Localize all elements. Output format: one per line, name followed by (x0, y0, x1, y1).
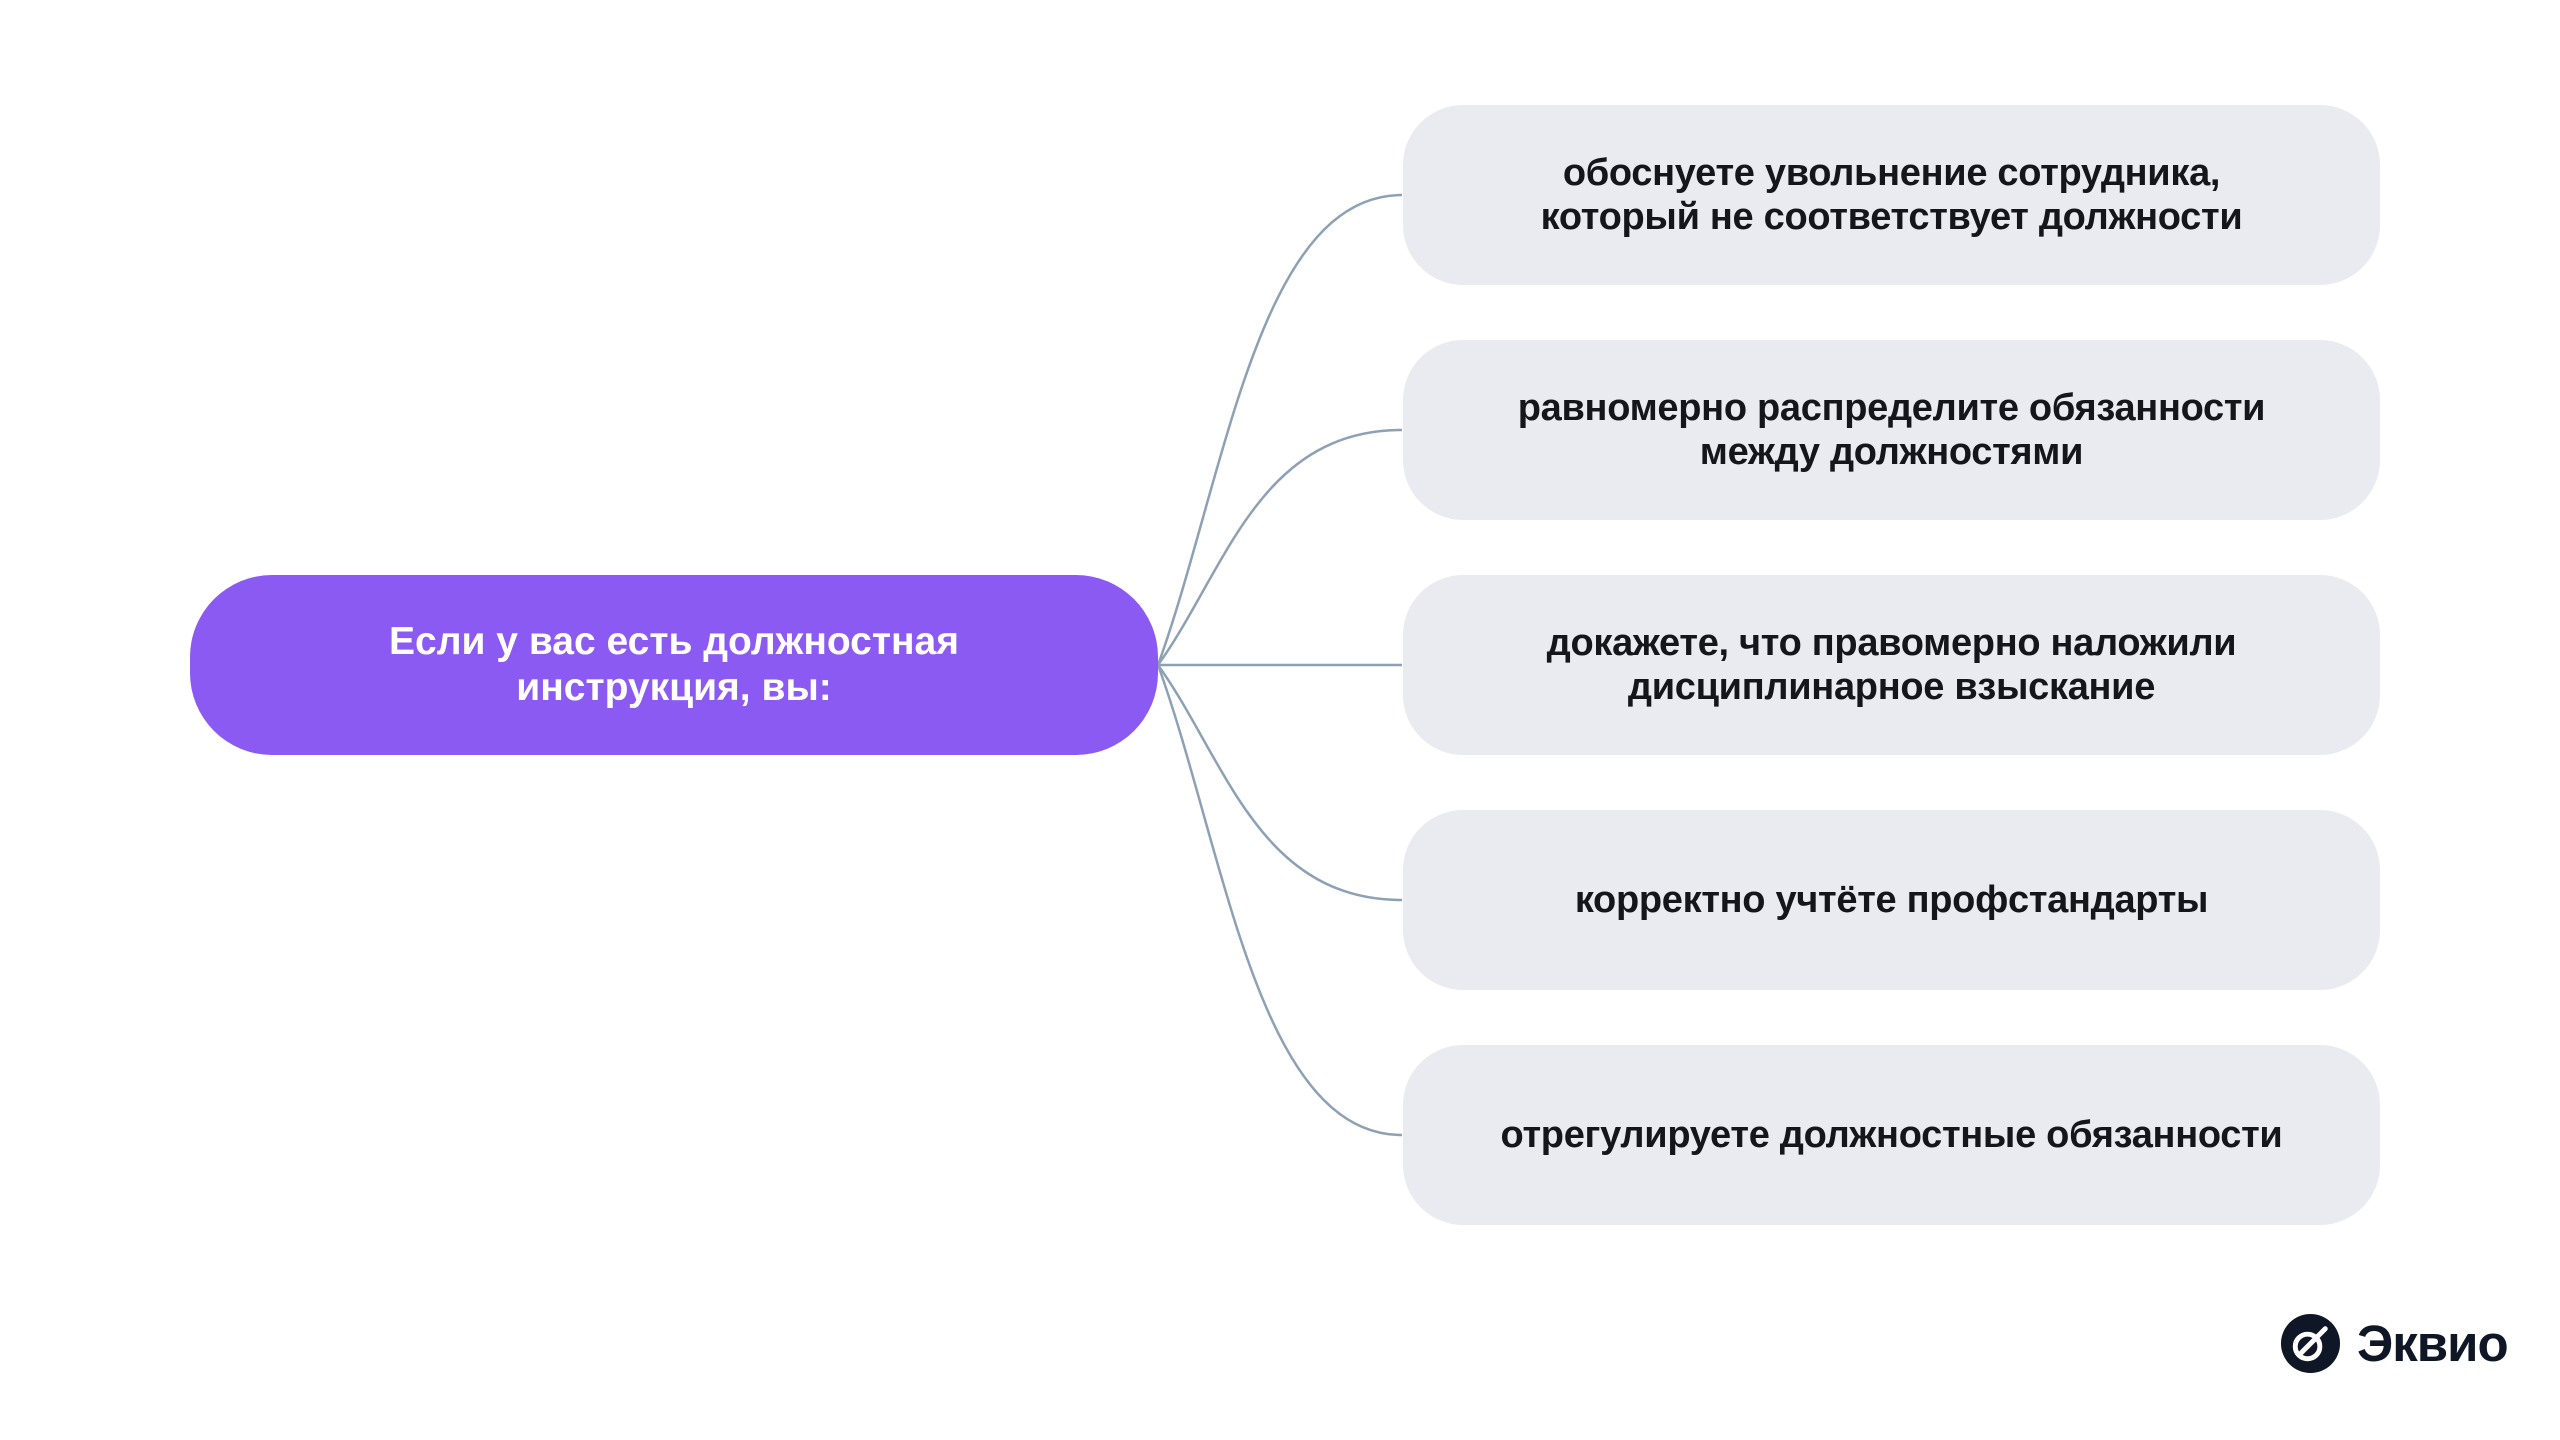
eqvio-logo: Эквио (2279, 1310, 2509, 1376)
branch-node-4: корректно учтёте профстандарты (1403, 810, 2380, 990)
eqvio-logo-text: Эквио (2357, 1314, 2509, 1372)
connector-branch-5 (1156, 664, 1403, 1137)
branch-node-3-label: докажете, что правомерно наложили дисцип… (1546, 622, 2237, 708)
branch-node-4-label: корректно учтёте профстандарты (1574, 879, 2209, 921)
branch-node-1-label: обоснуете увольнение сотрудника, который… (1540, 152, 2243, 238)
branch-node-5-label: отрегулируете должностные обязанности (1500, 1114, 2283, 1156)
connector-branch-1 (1156, 193, 1403, 666)
branch-node-1: обоснуете увольнение сотрудника, который… (1403, 105, 2380, 285)
eqvio-logo-icon (2280, 1313, 2341, 1373)
branch-node-3: докажете, что правомерно наложили дисцип… (1403, 575, 2380, 755)
connector-branch-4 (1156, 664, 1403, 902)
root-node: Если у вас есть должностная инструкция, … (190, 575, 1158, 755)
root-node-label: Если у вас есть должностная инструкция, … (389, 620, 959, 709)
branch-node-5: отрегулируете должностные обязанности (1403, 1045, 2380, 1225)
branch-node-2-label: равномерно распределите обязанности межд… (1517, 387, 2266, 473)
branch-node-2: равномерно распределите обязанности межд… (1403, 340, 2380, 520)
connector-branch-2 (1156, 428, 1403, 666)
